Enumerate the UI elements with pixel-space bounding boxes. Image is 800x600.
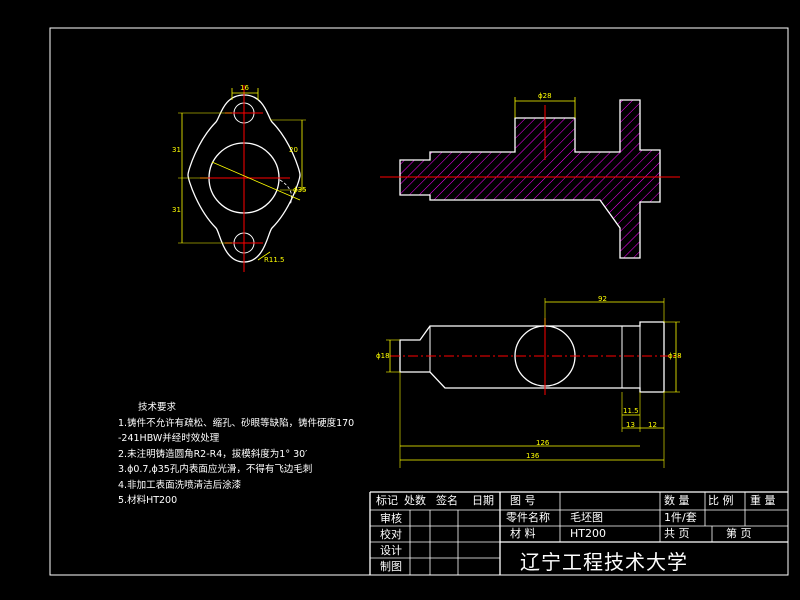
- note-item: 5.材料HT200: [118, 495, 178, 506]
- dim-overall-136: 136: [526, 452, 540, 460]
- tb-total-pages: 共 页: [664, 527, 690, 540]
- note-item: 1.铸件不允许有疏松、缩孔、砂眼等缺陷，铸件硬度170: [118, 417, 355, 429]
- dim-hole-dia: ϕ35: [293, 186, 307, 194]
- tb-check: 校对: [380, 528, 402, 541]
- dim-left-upper: 31: [172, 146, 181, 154]
- tb-place: 处数: [404, 494, 426, 507]
- note-item: 3.ϕ0.7,ϕ35孔内表面应光滑，不得有飞边毛刺: [118, 464, 313, 475]
- tb-part-name-label: 零件名称: [506, 511, 550, 524]
- front-view: [386, 298, 680, 468]
- dim-right-height: 20: [289, 146, 298, 154]
- tb-review: 审核: [380, 512, 402, 525]
- dim-top-left-width: 16: [240, 84, 249, 92]
- dim-overall-92: 92: [598, 295, 607, 303]
- title-block-grid: [369, 491, 788, 575]
- dim-seg-12: 12: [648, 421, 657, 429]
- drawing-border: [49, 27, 789, 576]
- tb-marks: 标记: [376, 494, 398, 507]
- tb-scale-label: 比 例: [708, 494, 734, 507]
- dim-left-lower: 31: [172, 206, 181, 214]
- tb-part-name: 毛坯图: [570, 511, 603, 524]
- tb-date: 日期: [472, 494, 494, 507]
- note-item: 4.非加工表面洗喷清洁后涂漆: [118, 479, 242, 491]
- dim-boss-dia: ϕ28: [538, 92, 552, 100]
- tb-weight-label: 重 量: [750, 494, 776, 507]
- school-name: 辽宁工程技术大学: [520, 550, 688, 574]
- top-view: [178, 85, 306, 272]
- dim-left-dia: ϕ18: [376, 352, 390, 360]
- technical-requirements: 技术要求 1.铸件不允许有疏松、缩孔、砂眼等缺陷，铸件硬度170 -241HBW…: [118, 400, 354, 509]
- notes-title: 技术要求: [138, 402, 177, 413]
- tb-material-label: 材 料: [510, 527, 536, 540]
- dim-seg-13: 13: [626, 421, 635, 429]
- dim-overall-126: 126: [536, 439, 550, 447]
- tb-qty-value: 1件/套: [664, 511, 697, 524]
- dim-right-dia: ϕ38: [668, 352, 682, 360]
- tb-material: HT200: [570, 527, 606, 540]
- note-item: -241HBW并经时效处理: [118, 433, 220, 444]
- tb-sign: 签名: [436, 494, 458, 507]
- tb-page-no: 第 页: [726, 527, 752, 540]
- tb-qty-label: 数 量: [664, 494, 690, 507]
- note-item: 2.未注明铸造圆角R2-R4，拔模斜度为1° 30′: [118, 448, 308, 460]
- dim-seg-11-5: 11.5: [623, 407, 639, 415]
- dim-radius: R11.5: [264, 256, 285, 264]
- tb-design: 设计: [380, 544, 402, 557]
- section-view: [380, 97, 680, 259]
- tb-draw: 制图: [380, 560, 402, 573]
- tb-drawing-no-label: 图 号: [510, 494, 536, 507]
